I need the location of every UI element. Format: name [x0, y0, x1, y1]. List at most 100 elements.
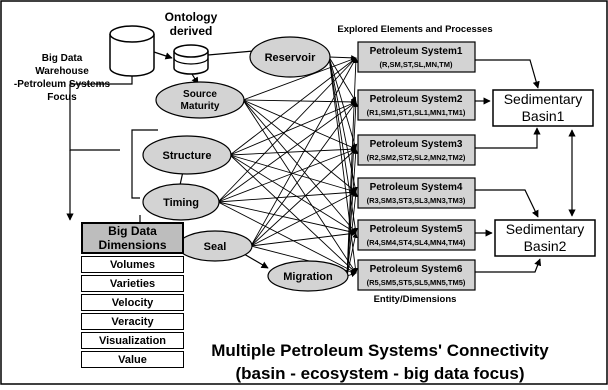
- mesh-line: [217, 101, 357, 203]
- mesh-line: [328, 55, 357, 61]
- petroleum-system-codes: (R2,SM2,ST2,SL2,MN2,TM2): [367, 153, 466, 162]
- ontology-title-line1: Ontology: [165, 10, 218, 24]
- mesh-line: [242, 99, 357, 193]
- petroleum-system-name: Petroleum System2: [370, 94, 463, 105]
- small-database-icon: [173, 44, 209, 75]
- petroleum-systems: Petroleum System1(R,SM,ST,SL,MN,TM)Petro…: [357, 41, 476, 291]
- maturity-label: Maturity: [181, 101, 220, 112]
- mesh-line: [242, 57, 357, 101]
- element-timing[interactable]: Timing: [142, 183, 220, 221]
- petroleum-system-codes: (R1,SM1,ST1,SL1,MN1,TM1): [367, 108, 466, 117]
- petroleum-system-box: [357, 177, 476, 209]
- petroleum-system-codes: (R3,SM3,ST3,SL3,MN3,TM3): [367, 196, 466, 205]
- caption-line2: (basin - ecosystem - big data focus): [235, 364, 524, 383]
- mesh-line: [328, 56, 358, 234]
- structure-label: Structure: [163, 150, 212, 162]
- migration-label: Migration: [283, 271, 333, 283]
- explored-title: Explored Elements and Processes: [337, 24, 492, 35]
- dimension-varieties: Varieties: [81, 275, 184, 292]
- petroleum-system-name: Petroleum System1: [370, 46, 463, 57]
- mesh-line: [250, 191, 357, 247]
- petroleum-system-6[interactable]: Petroleum System6 (R5,SM5,ST5,SL5,MN5,TM5…: [357, 259, 476, 291]
- mesh-line: [346, 232, 358, 277]
- dimension-volumes: Volumes: [81, 256, 184, 273]
- dimension-velocity: Velocity: [81, 294, 184, 311]
- mesh-line: [229, 101, 357, 156]
- mesh-line: [250, 57, 357, 247]
- petroleum-system-name: Petroleum System4: [370, 182, 463, 193]
- mesh-line: [250, 230, 357, 247]
- warehouse-to-ontology-line: [153, 51, 173, 60]
- bracket-structure: [131, 129, 158, 199]
- petroleum-system-codes: (R,SM,ST,SL,MN,TM): [380, 60, 453, 69]
- timing-label: Timing: [163, 197, 199, 209]
- petroleum-system-1[interactable]: Petroleum System1 (R,SM,ST,SL,MN,TM): [357, 41, 476, 73]
- mesh-line: [229, 57, 357, 156]
- connection-mesh: [217, 55, 359, 278]
- petroleum-system-box: [357, 219, 476, 251]
- dimension-veracity: Veracity: [81, 313, 184, 330]
- petroleum-system-box: [357, 134, 476, 166]
- petroleum-system-box: [357, 41, 476, 73]
- petroleum-system-name: Petroleum System3: [370, 139, 463, 150]
- dimension-visualization: Visualization: [81, 332, 184, 349]
- petroleum-system-4[interactable]: Petroleum System4 (R3,SM3,ST3,SL3,MN3,TM3…: [357, 177, 476, 209]
- petroleum-system-name: Petroleum System5: [370, 224, 463, 235]
- dimension-value: Value: [81, 351, 184, 368]
- dimensions-header-line1: Big Data: [108, 224, 157, 238]
- element-reservoir[interactable]: Reservoir: [249, 36, 331, 78]
- ontology-title-line2: derived: [170, 24, 213, 38]
- mesh-line: [229, 146, 357, 156]
- mesh-line: [346, 191, 359, 277]
- basin-2[interactable]: Sedimentary Basin2: [494, 219, 596, 257]
- basin-2-line2: Basin2: [524, 238, 567, 254]
- mesh-line: [346, 148, 359, 277]
- petroleum-system-codes: (R4,SM4,ST4,SL4,MN4,TM4): [367, 238, 466, 247]
- mesh-line: [217, 57, 357, 203]
- mesh-line: [250, 148, 357, 247]
- mesh-line: [217, 148, 357, 203]
- basin-1-line2: Basin1: [522, 108, 565, 124]
- mesh-line: [242, 99, 357, 234]
- mesh-line: [229, 154, 357, 274]
- dimensions-header: Big Data Dimensions: [81, 222, 184, 254]
- warehouse-line1: Big Data: [42, 53, 83, 64]
- seal-to-migration-arrow: [243, 253, 269, 269]
- mesh-line: [328, 56, 357, 103]
- basin-1[interactable]: Sedimentary Basin1: [492, 89, 594, 127]
- petroleum-system-5[interactable]: Petroleum System5 (R4,SM4,ST4,SL4,MN4,TM4…: [357, 219, 476, 251]
- petroleum-system-box: [357, 89, 476, 121]
- big-database-icon: [109, 25, 155, 77]
- petroleum-system-box: [357, 259, 476, 291]
- caption-line1: Multiple Petroleum Systems' Connectivity: [211, 341, 549, 360]
- reservoir-label: Reservoir: [265, 52, 316, 64]
- warehouse-line3: -Petroleum Systems: [14, 79, 111, 90]
- element-source-maturity[interactable]: Source Maturity: [155, 81, 245, 119]
- dimensions-header-line2: Dimensions: [98, 238, 167, 252]
- mesh-line: [250, 101, 357, 247]
- mesh-line: [242, 99, 357, 150]
- element-migration[interactable]: Migration: [267, 260, 349, 292]
- mesh-line: [346, 101, 359, 277]
- petroleum-system-3[interactable]: Petroleum System3 (R2,SM2,ST2,SL2,MN2,TM2…: [357, 134, 476, 166]
- mesh-line: [328, 56, 358, 150]
- seal-label: Seal: [204, 241, 227, 253]
- element-seal[interactable]: Seal: [177, 230, 253, 262]
- mesh-line: [217, 201, 357, 274]
- entity-title: Entity/Dimensions: [374, 294, 457, 305]
- petroleum-system-codes: (R5,SM5,ST5,SL5,MN5,TM5): [367, 278, 466, 287]
- basin-1-line1: Sedimentary: [504, 91, 583, 107]
- warehouse-line4: Focus: [47, 92, 77, 103]
- mesh-line: [242, 99, 357, 274]
- warehouse-to-dimensions-arrow: [69, 76, 133, 151]
- element-structure[interactable]: Structure: [142, 135, 232, 175]
- petroleum-system-name: Petroleum System6: [370, 264, 463, 275]
- system-basin-arrows: [475, 59, 542, 273]
- petroleum-system-2[interactable]: Petroleum System2 (R1,SM1,ST1,SL1,MN1,TM1…: [357, 89, 476, 121]
- source-label: Source: [183, 89, 217, 100]
- basin-2-line1: Sedimentary: [506, 221, 585, 237]
- warehouse-line2: Warehouse: [35, 66, 89, 77]
